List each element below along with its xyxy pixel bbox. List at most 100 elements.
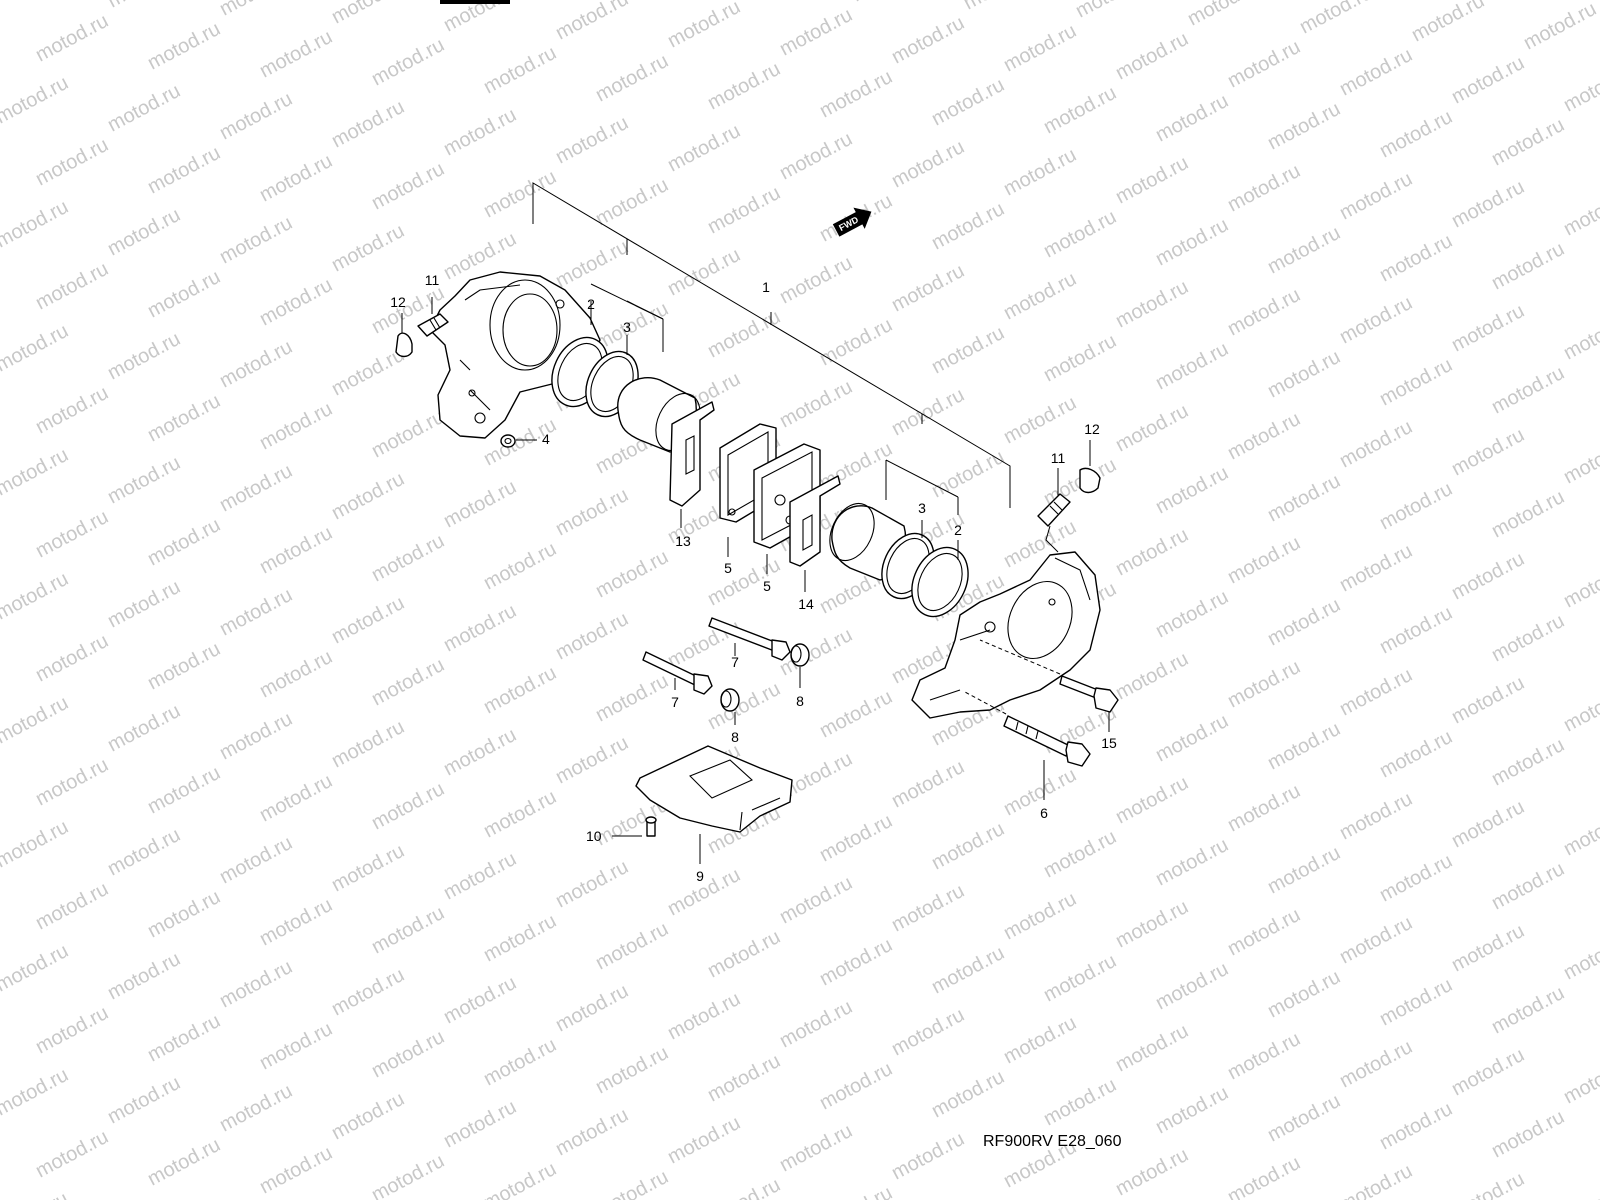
bleeder-cap-left <box>395 332 413 358</box>
watermark-text: motod.ru <box>592 1166 672 1200</box>
watermark-text: motod.ru <box>664 1112 744 1168</box>
watermark-text: motod.ru <box>1448 1168 1528 1200</box>
watermark-text: motod.ru <box>440 1096 520 1152</box>
watermark-text: motod.ru <box>0 0 72 4</box>
watermark-text: motod.ru <box>0 320 72 376</box>
watermark-text: motod.ru <box>960 0 1040 14</box>
watermark-text: motod.ru <box>1336 1160 1416 1200</box>
callout-10: 10 <box>586 828 602 844</box>
watermark-text: motod.ru <box>480 538 560 594</box>
watermark-text: motod.ru <box>1336 168 1416 224</box>
callout-11-left: 11 <box>425 272 440 288</box>
cover-screw <box>645 816 657 837</box>
watermark-text: motod.ru <box>32 382 112 438</box>
watermark-text: motod.ru <box>1224 1028 1304 1084</box>
washer <box>500 434 516 448</box>
watermark-text: motod.ru <box>1040 1074 1120 1130</box>
watermark-text: motod.ru <box>480 910 560 966</box>
watermark-text: motod.ru <box>1408 0 1488 46</box>
watermark-text: motod.ru <box>216 0 296 20</box>
watermark-text: motod.ru <box>1336 540 1416 596</box>
watermark-text: motod.ru <box>1376 230 1456 286</box>
watermark-text: motod.ru <box>848 0 928 6</box>
watermark-text: motod.ru <box>776 996 856 1052</box>
watermark-text: motod.ru <box>328 716 408 772</box>
watermark-text: motod.ru <box>256 1142 336 1198</box>
dust-seal-right <box>911 546 969 618</box>
watermark-text: motod.ru <box>1488 486 1568 542</box>
watermark-text: motod.ru <box>216 336 296 392</box>
watermark-text: motod.ru <box>1488 114 1568 170</box>
watermark-text: motod.ru <box>1264 966 1344 1022</box>
watermark-text: motod.ru <box>592 1042 672 1098</box>
watermark-text: motod.ru <box>104 948 184 1004</box>
watermark-text: motod.ru <box>1112 1144 1192 1200</box>
watermark-text: motod.ru <box>1000 392 1080 448</box>
watermark-text: motod.ru <box>1224 532 1304 588</box>
watermark-text: motod.ru <box>328 964 408 1020</box>
bleeder-leader-line <box>1045 525 1059 553</box>
watermark-text: motod.ru <box>1224 904 1304 960</box>
watermark-text: motod.ru <box>592 546 672 602</box>
watermark-text: motod.ru <box>888 880 968 936</box>
watermark-text: motod.ru <box>1448 300 1528 356</box>
callout-3-left: 3 <box>623 319 631 335</box>
watermark-text: motod.ru <box>888 1128 968 1184</box>
watermark-text: motod.ru <box>440 0 520 36</box>
watermark-text: motod.ru <box>704 58 784 114</box>
watermark-text: motod.ru <box>440 972 520 1028</box>
watermark-text: motod.ru <box>104 0 184 12</box>
diagram-code: RF900RV E28_060 <box>983 1133 1122 1150</box>
watermark-text: motod.ru <box>1152 834 1232 890</box>
watermark-text: motod.ru <box>0 196 72 252</box>
watermark-text: motod.ru <box>1336 1036 1416 1092</box>
callout-4: 4 <box>542 431 550 447</box>
watermark-text: motod.ru <box>1000 888 1080 944</box>
watermark-text: motod.ru <box>368 406 448 462</box>
watermark-text: motod.ru <box>1448 176 1528 232</box>
watermark-text: motod.ru <box>816 1182 896 1200</box>
watermark-text: motod.ru <box>480 1034 560 1090</box>
watermark-text: motod.ru <box>144 638 224 694</box>
callout-12-right: 12 <box>1084 421 1100 437</box>
watermark-text: motod.ru <box>704 678 784 734</box>
watermark-text: motod.ru <box>368 778 448 834</box>
watermark-text: motod.ru <box>368 530 448 586</box>
callout-14: 14 <box>798 596 814 612</box>
callout-5-b: 5 <box>763 578 771 594</box>
watermark-text: motod.ru <box>32 506 112 562</box>
watermark-text: motod.ru <box>256 1018 336 1074</box>
watermark-text: motod.ru <box>256 274 336 330</box>
watermark-text: motod.ru <box>1224 1152 1304 1200</box>
watermark-text: motod.ru <box>1336 788 1416 844</box>
watermark-text: motod.ru <box>328 220 408 276</box>
watermark-text: motod.ru <box>1264 718 1344 774</box>
assembly-bracket <box>532 182 1011 508</box>
callout-7-b: 7 <box>671 694 679 710</box>
watermark-text: motod.ru <box>552 112 632 168</box>
watermark-text: motod.ru <box>368 654 448 710</box>
watermark-text: motod.ru <box>664 120 744 176</box>
watermark-text: motod.ru <box>1152 1082 1232 1138</box>
watermark-text: motod.ru <box>816 314 896 370</box>
watermark-text: motod.ru <box>368 1026 448 1082</box>
watermark-text: motod.ru <box>32 134 112 190</box>
watermark-text: motod.ru <box>888 260 968 316</box>
watermark-text: motod.ru <box>928 942 1008 998</box>
watermark-text: motod.ru <box>1376 1098 1456 1154</box>
watermark-text: motod.ru <box>216 212 296 268</box>
watermark-text: motod.ru <box>1336 664 1416 720</box>
watermark-text: motod.ru <box>32 754 112 810</box>
watermark-text: motod.ru <box>1152 214 1232 270</box>
callout-5-a: 5 <box>724 560 732 576</box>
watermark-text: motod.ru <box>1152 338 1232 394</box>
watermark-text: motod.ru <box>1336 416 1416 472</box>
watermark-text: motod.ru <box>480 662 560 718</box>
watermark-text: motod.ru <box>440 848 520 904</box>
watermark-text: motod.ru <box>32 1126 112 1182</box>
watermark-text: motod.ru <box>440 724 520 780</box>
callout-15: 15 <box>1101 735 1117 751</box>
caliper-body-left <box>429 271 601 439</box>
leader-lines <box>401 283 1110 864</box>
watermark-text: motod.ru <box>816 810 896 866</box>
